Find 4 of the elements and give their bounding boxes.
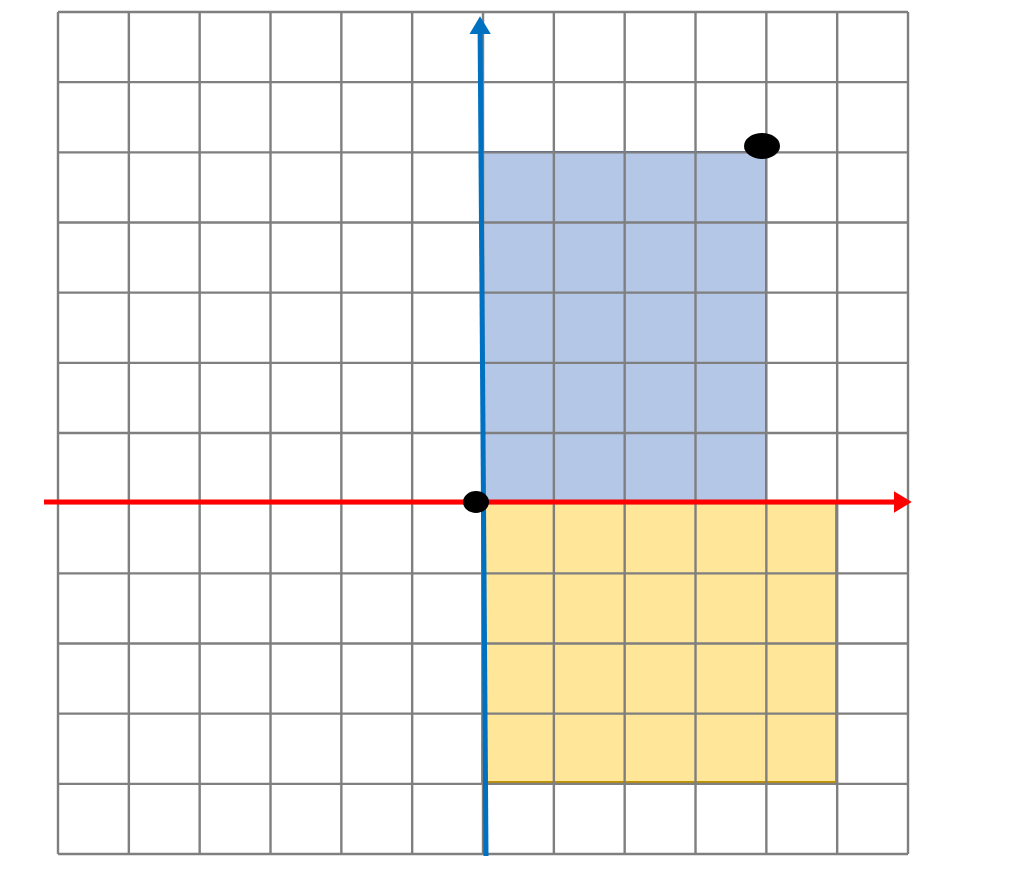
shaded-rectangle <box>481 151 767 503</box>
point-dot <box>463 491 489 513</box>
shaded-rectangle <box>481 501 837 783</box>
point-dot <box>744 133 780 159</box>
